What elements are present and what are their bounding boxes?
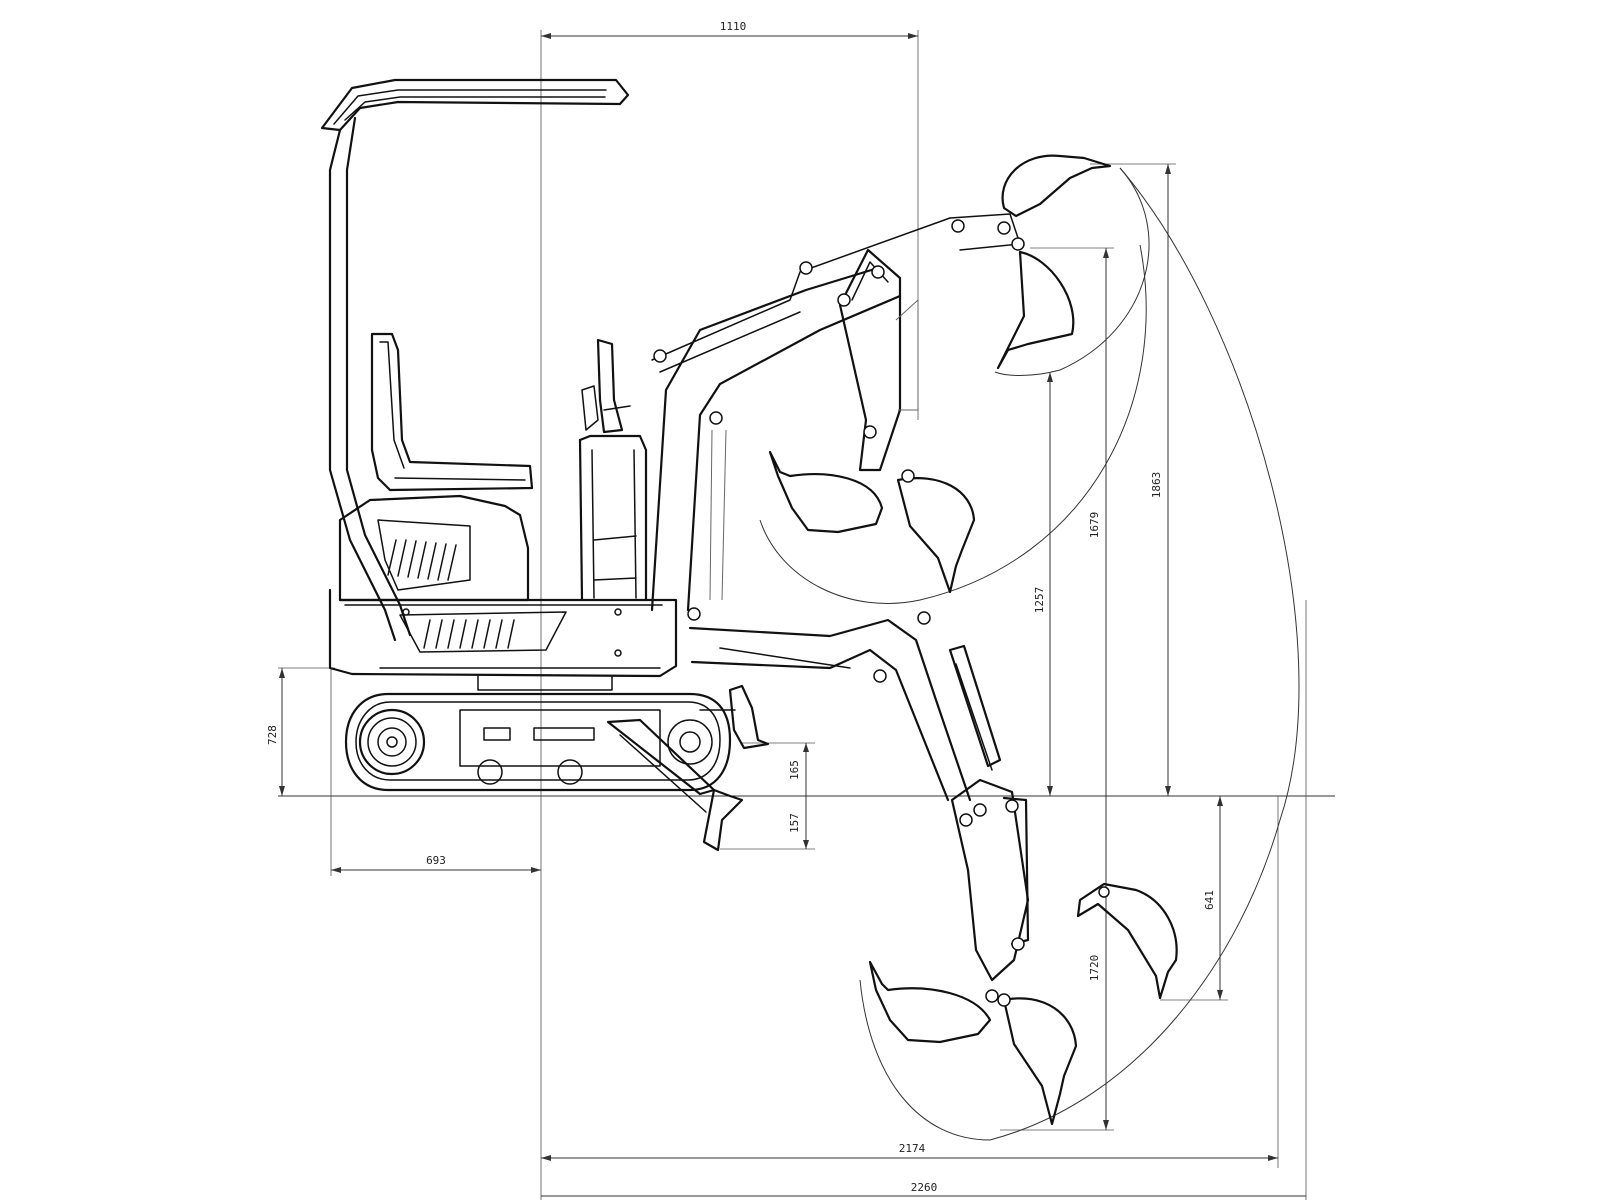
bucket-mid [768, 450, 976, 594]
dim-blade-raise: 165 [788, 760, 801, 780]
bucket-curled [1076, 882, 1178, 1000]
dim-tail-overhang: 693 [426, 854, 446, 867]
bucket-low-right [997, 993, 1078, 1126]
dozer-blade [606, 684, 770, 852]
dimension-lines [278, 30, 1335, 1200]
bucket-top [996, 154, 1112, 370]
side-grille [423, 619, 515, 649]
vent-grille [387, 539, 457, 581]
track-undercarriage [344, 692, 732, 792]
canopy [320, 78, 630, 642]
boom-lowered [687, 607, 1030, 1003]
dim-max-reach: 2260 [911, 1181, 938, 1194]
working-range-arcs [759, 167, 1300, 1141]
upper-structure [328, 494, 678, 691]
dim-dig-depth: 1720 [1088, 955, 1101, 982]
dim-wall-depth: 641 [1203, 890, 1216, 910]
dim-track-height: 728 [266, 725, 279, 745]
bucket-low-left [868, 960, 992, 1044]
control-tower [578, 338, 648, 602]
dim-top-width: 1110 [720, 20, 747, 33]
dim-max-height: 1863 [1150, 472, 1163, 499]
dim-dump-height: 1679 [1088, 512, 1101, 539]
dim-clearance-height: 1257 [1033, 587, 1046, 614]
dimension-labels: 1110 693 2174 2260 728 165 157 1863 1679… [266, 20, 1216, 1194]
dim-ground-reach: 2174 [899, 1142, 926, 1155]
dim-blade-lower: 157 [788, 813, 801, 833]
boom-raised [650, 213, 1025, 612]
operator-seat [370, 332, 534, 492]
